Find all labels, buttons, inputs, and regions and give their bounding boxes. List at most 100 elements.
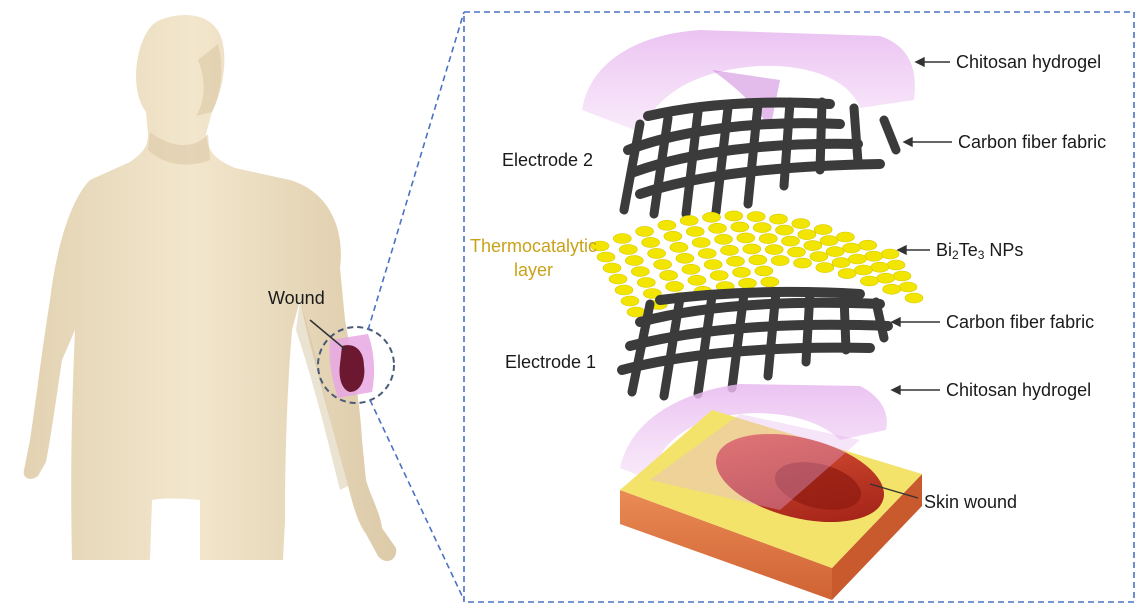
nanoparticle — [771, 256, 789, 266]
nanoparticle — [642, 237, 660, 247]
nanoparticle — [725, 211, 743, 221]
nanoparticle — [836, 232, 854, 242]
nanoparticle — [636, 226, 654, 236]
bi-text: Bi — [936, 240, 952, 260]
bi2te3-nps-label: Bi2Te3 NPs — [936, 240, 1023, 262]
nanoparticle — [832, 258, 850, 268]
chitosan-hydrogel-bottom-label: Chitosan hydrogel — [946, 380, 1091, 401]
nanoparticle — [859, 240, 877, 250]
nanoparticle — [761, 277, 779, 287]
human-body — [24, 15, 397, 561]
nanoparticle — [654, 259, 672, 269]
nanoparticle — [680, 216, 698, 226]
carbon-fiber-fabric-bottom-label: Carbon fiber fabric — [946, 312, 1094, 333]
carbon-fiber-fabric-top-label: Carbon fiber fabric — [958, 132, 1106, 153]
nanoparticle — [860, 276, 878, 286]
nanoparticle — [877, 273, 895, 283]
electrode-2-fabric — [624, 102, 896, 214]
nanoparticle — [759, 234, 777, 244]
nanoparticle — [854, 265, 872, 275]
nanoparticle — [692, 238, 710, 248]
bi-subscript: 2 — [952, 248, 959, 262]
skin-wound-label: Skin wound — [924, 492, 1017, 513]
nanoparticle — [648, 248, 666, 258]
nanoparticle — [637, 278, 655, 288]
nanoparticle — [627, 307, 645, 317]
nanoparticle — [737, 233, 755, 243]
nanoparticle — [881, 249, 899, 259]
nanoparticle — [899, 282, 917, 292]
thermocatalytic-layer-label: Thermocatalytic layer — [470, 234, 597, 282]
nanoparticle — [615, 285, 633, 295]
nanoparticle — [753, 223, 771, 233]
electrode-2-label: Electrode 2 — [502, 150, 593, 171]
thermocatalytic-line-2: layer — [470, 258, 597, 282]
nanoparticle — [770, 214, 788, 224]
nanoparticle — [893, 271, 911, 281]
nanoparticle — [682, 264, 700, 274]
nanoparticle — [794, 258, 812, 268]
nanoparticle — [848, 254, 866, 264]
nanoparticle — [883, 284, 901, 294]
zoom-line-bottom — [370, 400, 464, 600]
nps-text: NPs — [984, 240, 1023, 260]
nanoparticle — [658, 220, 676, 230]
nanoparticle — [670, 242, 688, 252]
te-text: Te — [959, 240, 978, 260]
nanoparticle — [703, 212, 721, 222]
nanoparticle — [826, 247, 844, 257]
nanoparticle — [609, 274, 627, 284]
nanoparticle — [613, 234, 631, 244]
nanoparticle — [798, 230, 816, 240]
nanoparticle — [804, 241, 822, 251]
nanoparticle — [792, 219, 810, 229]
nanoparticle — [871, 262, 889, 272]
chitosan-hydrogel-top-label: Chitosan hydrogel — [956, 52, 1101, 73]
nanoparticle — [603, 263, 621, 273]
nanoparticle — [765, 245, 783, 255]
nanoparticle — [788, 247, 806, 257]
nanoparticle — [739, 278, 757, 288]
nanoparticle — [709, 223, 727, 233]
nanoparticle — [660, 270, 678, 280]
nanoparticle — [688, 275, 706, 285]
nanoparticle — [820, 236, 838, 246]
nanoparticle — [838, 269, 856, 279]
nanoparticle — [721, 245, 739, 255]
nanoparticle — [747, 212, 765, 222]
nanoparticle — [676, 253, 694, 263]
nanoparticle — [755, 266, 773, 276]
nanoparticle — [782, 236, 800, 246]
nanoparticle — [710, 271, 728, 281]
nanoparticle — [842, 243, 860, 253]
nanoparticle — [887, 260, 905, 270]
top-chitosan-hydrogel — [582, 30, 915, 132]
nanoparticle — [749, 255, 767, 265]
electrode-1-label: Electrode 1 — [505, 352, 596, 373]
nanoparticle — [715, 234, 733, 244]
nanoparticle — [816, 263, 834, 273]
nanoparticle — [733, 267, 751, 277]
thermocatalytic-line-1: Thermocatalytic — [470, 234, 597, 258]
nanoparticle — [698, 249, 716, 259]
nanoparticle — [743, 244, 761, 254]
nanoparticle — [664, 231, 682, 241]
nanoparticle — [621, 296, 639, 306]
nanoparticle — [625, 256, 643, 266]
nanoparticle — [810, 252, 828, 262]
nanoparticle — [619, 245, 637, 255]
nanoparticle — [631, 267, 649, 277]
nanoparticle — [704, 260, 722, 270]
nanoparticle — [686, 227, 704, 237]
nanoparticle — [597, 252, 615, 262]
nanoparticle — [776, 225, 794, 235]
nanoparticle — [814, 225, 832, 235]
zoom-line-top — [368, 12, 464, 330]
nanoparticle — [865, 251, 883, 261]
wound-label: Wound — [268, 288, 325, 309]
nanoparticle — [905, 293, 923, 303]
nanoparticle — [727, 256, 745, 266]
nanoparticle — [666, 281, 684, 291]
nanoparticle — [731, 222, 749, 232]
